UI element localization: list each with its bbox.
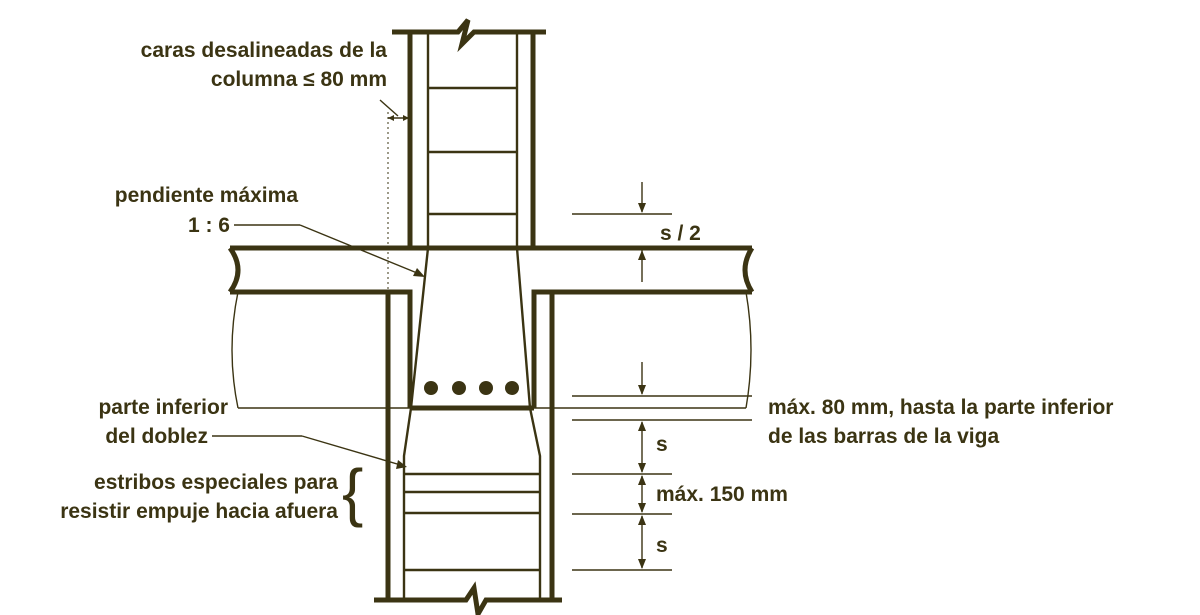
estribos-label-line2: resistir empuje hacia afuera [60,500,338,523]
left-offset-bar [402,247,430,600]
left-leaders [212,224,425,469]
s-upper-arrow-bottom [638,463,646,473]
s-upper-label: s [656,433,668,456]
right-dimensions [572,182,752,571]
s-lower-arrow-bottom [638,559,646,569]
slab-bottom-right [531,289,752,408]
caras-label-line2: columna ≤ 80 mm [211,68,387,91]
max150-label: máx. 150 mm [656,483,788,506]
lower-column [374,292,562,615]
beam-bar-3 [479,381,493,395]
beam-bar-1 [424,381,438,395]
max80-label-line1: máx. 80 mm, hasta la parte inferior [768,396,1113,419]
offset-arrow-right [403,115,409,121]
beam-bar-2 [452,381,466,395]
parte-inferior-label-line2: del doblez [105,425,208,448]
pendiente-leader-diag [299,224,423,276]
slab-right-break [742,246,755,294]
s-half-bottom-arrow [638,250,646,260]
pendiente-label-line2: 1 : 6 [188,214,230,237]
beam-right-break [745,291,752,409]
max80-arrow [638,385,646,395]
slab-left-break [227,246,241,294]
estribos-brace: { [342,456,363,528]
s-lower-label: s [656,534,668,557]
max150-arrow-top [638,475,646,485]
doblez-leader-arrow [396,460,407,469]
offset-bars [402,247,542,600]
slab-bottom-left [230,289,413,408]
pendiente-leader-arrow [413,268,425,277]
offset-leader [379,99,399,117]
doblez-leader-diag [301,435,405,467]
s-upper-arrow-top [638,421,646,431]
right-offset-bar [515,247,542,600]
upper-column-break-line [392,18,546,53]
face-offset-dimension [379,99,409,292]
upper-column [392,18,546,248]
offset-arrow-left [388,115,394,121]
max80-label-line2: de las barras de la viga [768,425,999,448]
pendiente-label-line1: pendiente máxima [115,184,299,207]
s-half-label: s / 2 [660,222,701,245]
lower-column-break-line [374,581,562,615]
beam-left-break [231,291,239,409]
s-half-top-arrow [638,203,646,213]
max150-arrow-bottom [638,503,646,513]
estribos-label-line1: estribos especiales para [94,471,338,494]
caras-label-line1: caras desalineadas de la [141,39,388,62]
s-lower-arrow-top [638,515,646,525]
parte-inferior-label-line1: parte inferior [98,396,228,419]
beam-bar-4 [505,381,519,395]
